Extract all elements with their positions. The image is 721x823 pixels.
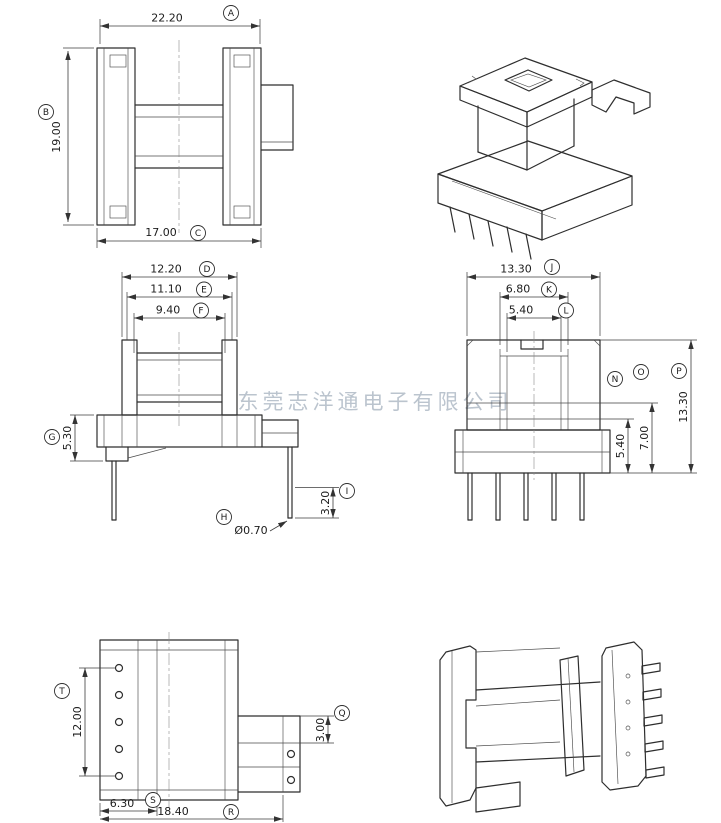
dim-q-value: 3.00 <box>314 718 327 743</box>
dim-q-label: Q <box>334 705 350 721</box>
side-view: 13.30 J 6.80 K 5.40 L 5.40 <box>454 259 697 521</box>
dim-n-value: 5.40 <box>614 434 627 459</box>
dim-g-value: 5.30 <box>61 426 74 451</box>
watermark: 东莞志洋通电子有限公司 <box>238 390 513 414</box>
dim-d-label: D <box>199 261 215 277</box>
dim-e: 11.10 E <box>126 281 233 340</box>
dim-k: 6.80 K <box>499 281 569 345</box>
top-view: 22.20 A 19.00 B 17.00 C <box>38 5 294 248</box>
front-view-outline <box>96 332 299 462</box>
dim-h-label: H <box>216 509 232 525</box>
svg-text:L: L <box>563 307 568 317</box>
dim-a-label: A <box>223 5 239 21</box>
svg-text:S: S <box>150 796 156 806</box>
svg-text:H: H <box>221 513 228 523</box>
dim-n-label: N <box>607 371 623 387</box>
svg-text:N: N <box>612 375 619 385</box>
dim-n: 5.40 N <box>600 371 634 473</box>
bottom-view-outline <box>99 632 301 808</box>
side-view-pins <box>467 472 585 521</box>
dim-s-label: S <box>145 792 161 808</box>
dim-t-value: 12.00 <box>71 706 84 738</box>
dim-t-label: T <box>54 683 70 699</box>
dim-k-value: 6.80 <box>506 283 531 296</box>
isometric-top-view <box>437 57 651 260</box>
dim-g-label: G <box>44 429 60 445</box>
dim-c-label: C <box>190 225 206 241</box>
dim-p-label: P <box>671 363 687 379</box>
svg-text:P: P <box>676 367 682 377</box>
dim-o: 7.00 O <box>600 364 658 473</box>
dim-i-value: 3.20 <box>319 491 332 516</box>
dim-b-value: 19.00 <box>50 121 63 153</box>
dim-l: 5.40 L <box>506 302 574 352</box>
dim-s: 6.30 S <box>99 792 161 816</box>
svg-text:C: C <box>195 229 201 239</box>
dim-a: 22.20 A <box>99 5 261 44</box>
top-view-outline <box>96 40 294 233</box>
svg-text:F: F <box>198 307 203 317</box>
dim-r-value: 18.40 <box>157 805 189 818</box>
side-view-outline <box>454 331 611 480</box>
dim-d: 12.20 D <box>121 261 238 337</box>
isometric-bottom-pins <box>641 662 665 779</box>
svg-text:K: K <box>546 286 553 296</box>
mounting-clip <box>591 79 651 115</box>
dim-f-value: 9.40 <box>156 304 181 317</box>
isometric-bottom-view <box>439 641 665 813</box>
dim-l-label: L <box>558 302 574 319</box>
dim-b: 19.00 B <box>38 47 94 226</box>
dim-l-value: 5.40 <box>509 304 534 317</box>
dim-j-value: 13.30 <box>500 263 532 276</box>
svg-text:J: J <box>550 263 554 273</box>
svg-text:E: E <box>201 286 207 296</box>
svg-text:Q: Q <box>338 709 345 719</box>
svg-text:D: D <box>204 265 211 275</box>
dim-c-value: 17.00 <box>145 226 177 239</box>
svg-text:B: B <box>43 108 49 118</box>
dim-c: 17.00 C <box>96 225 262 248</box>
dim-e-value: 11.10 <box>150 283 182 296</box>
dim-f: 9.40 F <box>133 302 226 353</box>
bottom-view: 12.00 T 3.00 Q 6.30 S 18.40 <box>54 632 350 822</box>
dim-o-value: 7.00 <box>638 426 651 451</box>
bottom-view-pin-holes <box>114 663 296 785</box>
isometric-top-outline <box>437 57 651 241</box>
dim-s-value: 6.30 <box>110 797 135 810</box>
svg-text:A: A <box>228 9 235 19</box>
dim-b-label: B <box>38 104 54 120</box>
dim-h-value: Ø0.70 <box>234 524 267 537</box>
dim-i: 3.20 I <box>295 483 355 519</box>
dim-d-value: 12.20 <box>150 263 182 276</box>
dim-j-label: J <box>544 259 560 275</box>
dim-q: 3.00 Q <box>300 705 350 744</box>
dim-t: 12.00 T <box>54 667 115 777</box>
svg-text:G: G <box>49 433 56 443</box>
dim-f-label: F <box>193 302 209 319</box>
dim-p: 13.30 P <box>600 339 697 474</box>
svg-text:I: I <box>346 487 349 497</box>
svg-text:R: R <box>228 808 234 818</box>
dim-h: Ø0.70 H <box>216 509 288 537</box>
dim-a-value: 22.20 <box>151 12 183 25</box>
front-view: 12.20 D 11.10 E 9.40 F <box>44 261 355 537</box>
dim-e-label: E <box>196 281 212 298</box>
dim-r-label: R <box>223 804 239 820</box>
svg-text:O: O <box>637 368 644 378</box>
dim-r: 18.40 R <box>100 795 284 822</box>
dim-k-label: K <box>541 281 557 298</box>
dim-o-label: O <box>633 364 649 380</box>
isometric-bottom-outline <box>439 641 647 813</box>
svg-text:T: T <box>58 687 65 697</box>
dim-j: 13.30 J <box>466 259 601 336</box>
front-view-pins <box>111 446 293 521</box>
dim-g: 5.30 G <box>44 414 103 462</box>
dim-i-label: I <box>339 483 355 499</box>
dim-p-value: 13.30 <box>677 391 690 423</box>
isometric-top-pins <box>449 206 532 260</box>
